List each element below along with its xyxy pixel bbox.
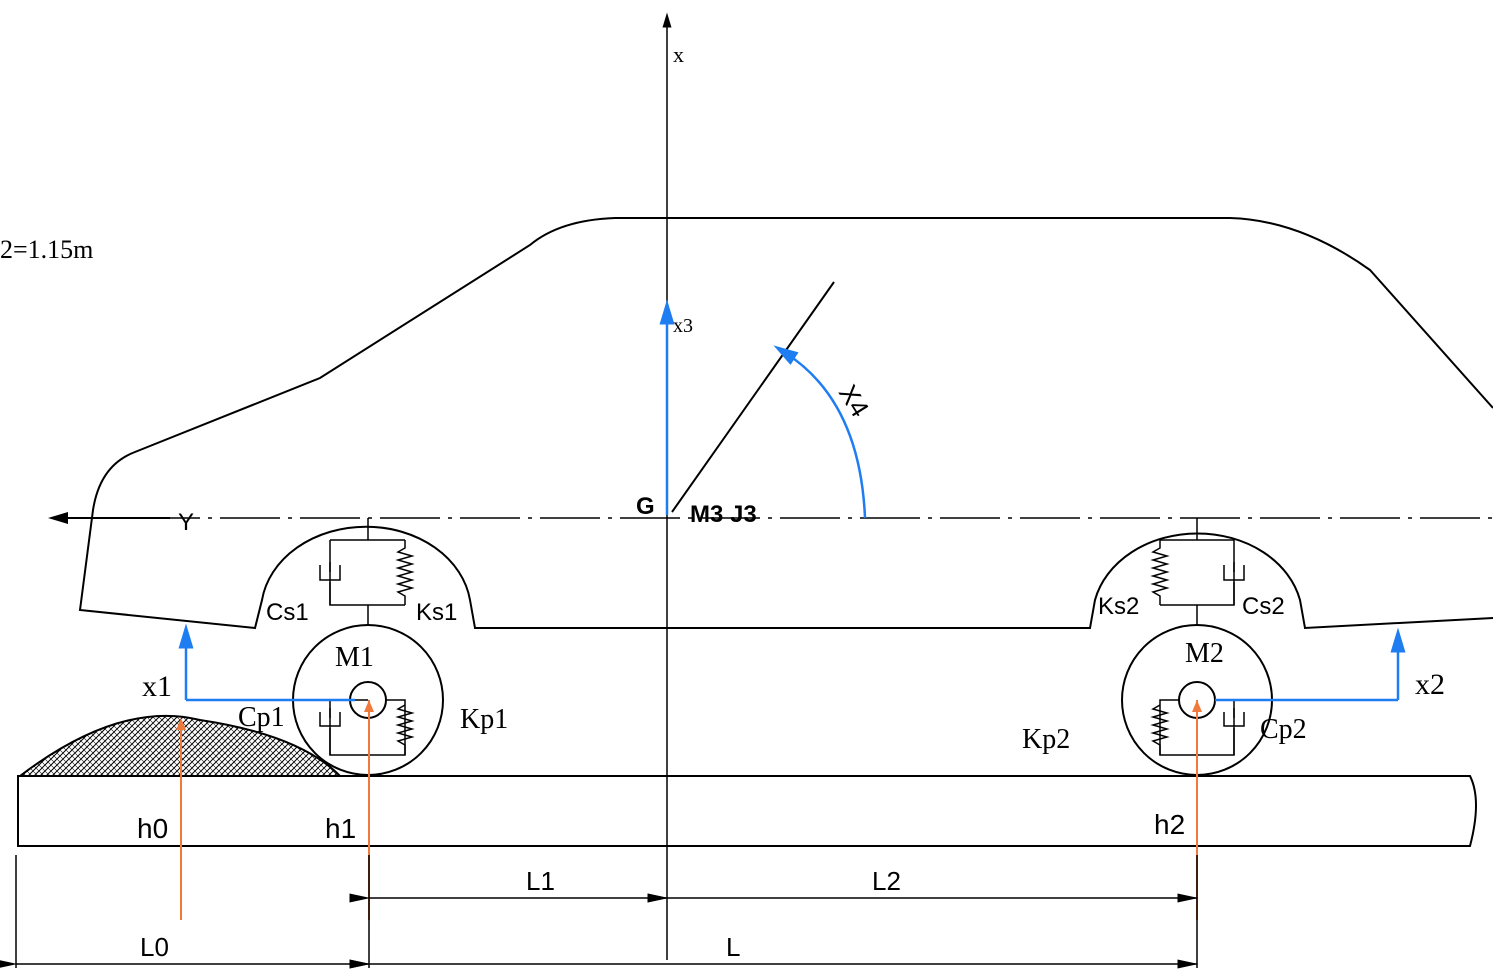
ks1-label: Ks1: [416, 599, 457, 626]
m1-label: M1: [335, 642, 374, 673]
ks1-spring-icon: [395, 540, 415, 605]
cp2-damper-icon: [1223, 708, 1245, 755]
road-slab: [17, 775, 1477, 847]
height-note: 2=1.15m: [0, 235, 93, 264]
kp1-label: Kp1: [460, 704, 508, 735]
cs1-label: Cs1: [266, 599, 309, 626]
car-body-outline: [78, 217, 1493, 630]
x4-label: X4: [833, 379, 875, 422]
m3j3-label: M3 J3: [690, 501, 757, 528]
g-label: G: [636, 493, 655, 520]
kp2-spring-icon: [1150, 704, 1170, 755]
kp1-spring-icon: [395, 704, 415, 755]
ks2-spring-icon: [1150, 540, 1170, 605]
x2-label: x2: [1415, 668, 1445, 701]
x1-label: x1: [142, 670, 172, 703]
x4-angle-arrow: [773, 345, 867, 519]
x-axis-label: x: [673, 42, 684, 67]
h0-label: h0: [137, 813, 168, 844]
cp1-label: Cp1: [238, 702, 285, 733]
cp2-label: Cp2: [1260, 714, 1307, 745]
cs2-label: Cs2: [1242, 593, 1285, 620]
pitch-line: [671, 281, 835, 513]
l0-label: L0: [140, 932, 169, 962]
front-suspension: Cs1 Ks1 M1 Cp1 Kp1: [238, 518, 508, 776]
y-axis-label: Y: [178, 509, 194, 536]
kp2-label: Kp2: [1022, 724, 1070, 755]
ks2-label: Ks2: [1098, 593, 1139, 620]
h1-label: h1: [325, 813, 356, 844]
cs2-damper-icon: [1223, 562, 1245, 605]
h2-label: h2: [1154, 809, 1185, 840]
l-label: L: [726, 932, 740, 962]
l1-label: L1: [526, 866, 555, 896]
rear-suspension: Ks2 Cs2 M2 Kp2 Cp2: [1022, 518, 1307, 776]
cs1-damper-icon: [319, 562, 341, 605]
m2-label: M2: [1185, 638, 1224, 669]
cp1-damper-icon: [319, 708, 341, 755]
l2-label: L2: [872, 866, 901, 896]
x3-label: x3: [673, 315, 693, 337]
